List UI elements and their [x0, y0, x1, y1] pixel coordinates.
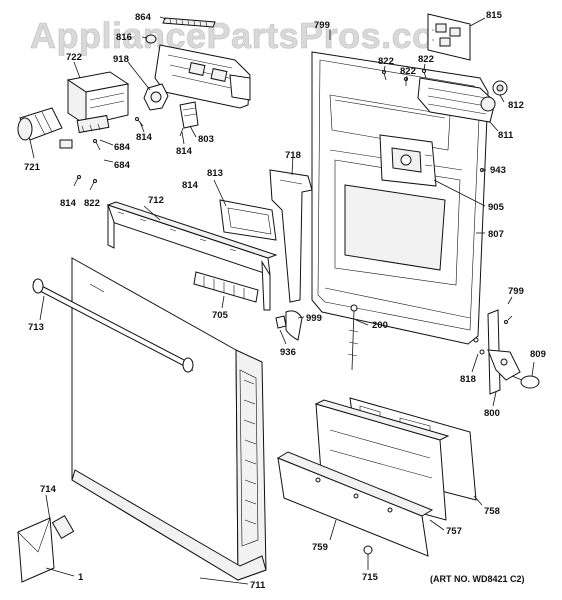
part-800-hinge — [487, 309, 521, 395]
art-number: (ART NO. WD8421 C2) — [430, 574, 525, 584]
callout-809: 809 — [530, 349, 546, 360]
callout-759: 759 — [312, 542, 328, 553]
callout-814a: 814 — [136, 132, 153, 143]
callout-905: 905 — [488, 202, 505, 213]
callout-818: 818 — [460, 374, 476, 385]
part-803-switch — [179, 101, 199, 129]
part-807-inner-door — [311, 51, 489, 345]
callout-718: 718 — [285, 150, 301, 161]
callout-684b: 684 — [114, 160, 131, 171]
part-718-channel — [269, 169, 313, 303]
callout-812: 812 — [508, 100, 524, 111]
callout-816: 816 — [116, 32, 132, 43]
part-813-plate — [219, 199, 277, 241]
watermark-text: AppliancePartsPros.com — [30, 15, 467, 56]
callout-815: 815 — [486, 10, 503, 21]
part-714-literature — [17, 517, 55, 583]
callout-684a: 684 — [114, 142, 131, 153]
callout-943: 943 — [490, 165, 506, 176]
callout-822c: 822 — [400, 66, 416, 77]
callout-822a: 822 — [84, 198, 100, 209]
callout-999: 999 — [306, 313, 322, 324]
part-812-knob — [492, 80, 508, 96]
callout-814d: 814 — [182, 180, 199, 191]
callout-799b: 799 — [508, 286, 524, 297]
callout-713: 713 — [28, 322, 44, 333]
part-999-clip — [285, 310, 303, 341]
part-713-handle — [32, 278, 194, 373]
callout-811: 811 — [498, 130, 514, 141]
callout-822b: 822 — [378, 56, 394, 67]
callout-715: 715 — [362, 572, 379, 583]
callout-807: 807 — [488, 229, 504, 240]
callout-758: 758 — [484, 506, 500, 517]
callout-722: 722 — [66, 52, 82, 63]
callout-721: 721 — [24, 162, 41, 173]
callout-864: 864 — [135, 12, 152, 23]
callout-714: 714 — [40, 484, 57, 495]
screws-left — [73, 117, 184, 191]
callout-757: 757 — [446, 526, 462, 537]
callout-813: 813 — [207, 168, 223, 179]
callout-799a: 799 — [314, 20, 330, 31]
callout-800: 800 — [484, 408, 500, 419]
part-905-dispenser — [379, 134, 437, 187]
callout-1: 1 — [78, 572, 84, 583]
part-816 — [145, 34, 157, 44]
callout-814b: 814 — [176, 146, 193, 157]
part-712-rail — [106, 201, 278, 311]
part-759-kickplate — [276, 451, 434, 557]
part-715-screw — [363, 545, 373, 566]
part-864-harness — [162, 17, 216, 28]
part-809-knob — [511, 375, 540, 389]
part-200-cable — [347, 304, 359, 371]
callout-200: 200 — [372, 320, 388, 331]
part-door-panel — [51, 257, 267, 581]
callout-822d: 822 — [418, 54, 434, 65]
callout-711: 711 — [250, 580, 266, 591]
leader-lines — [29, 16, 535, 585]
callout-803: 803 — [198, 134, 214, 145]
part-936-bracket — [275, 315, 287, 329]
part-815-board — [427, 13, 471, 61]
part-control-housing — [154, 44, 251, 109]
part-721-connector — [17, 107, 73, 149]
callout-705: 705 — [212, 310, 229, 321]
callout-814c: 814 — [60, 198, 77, 209]
callout-labels: 864 816 918 722 721 814 814 803 684 684 … — [24, 10, 546, 591]
callout-936: 936 — [280, 347, 296, 358]
part-705-keypad — [193, 271, 259, 303]
callout-712: 712 — [148, 195, 164, 206]
screws-818 — [473, 315, 513, 355]
part-918-switch — [143, 83, 169, 111]
callout-918: 918 — [113, 54, 129, 65]
part-722-module — [66, 71, 130, 134]
